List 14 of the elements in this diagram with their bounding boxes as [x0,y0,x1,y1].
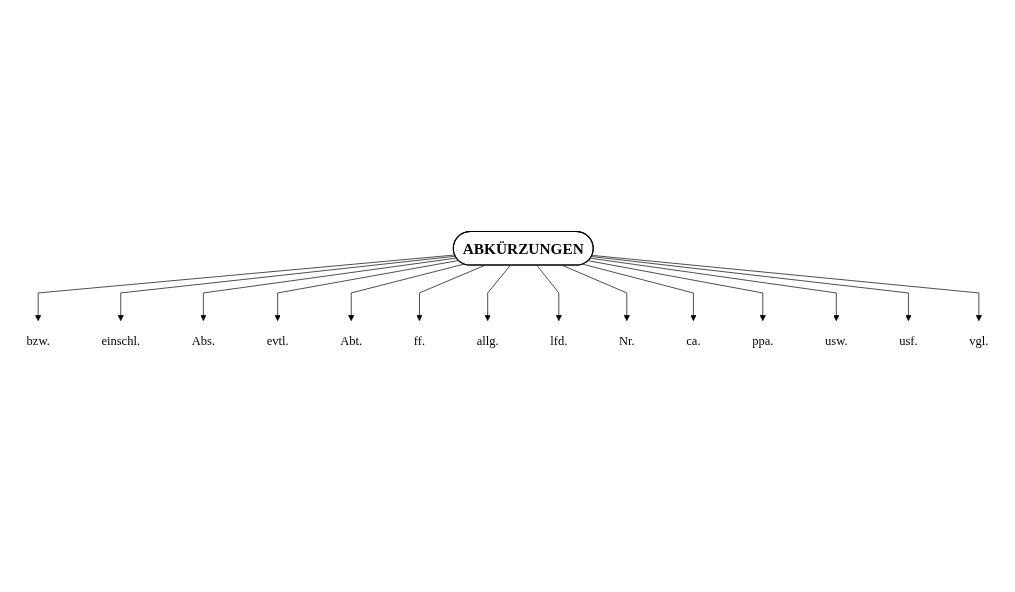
node-text: ppa. [752,333,774,348]
node-text: Abt. [340,333,363,348]
node-text: ca. [686,333,701,348]
node-text: einschl. [101,333,141,348]
node-text: bzw. [26,333,50,348]
node-text: allg. [476,333,499,348]
node-text: lfd. [550,333,568,348]
node-text: Nr. [618,333,635,348]
node-text: Abs. [191,333,216,348]
node-text: ff. [413,333,426,348]
node-text: vgl. [969,333,989,348]
node-text: usf. [899,333,918,348]
node-text: usw. [825,333,848,348]
node-text: evtl. [266,333,289,348]
